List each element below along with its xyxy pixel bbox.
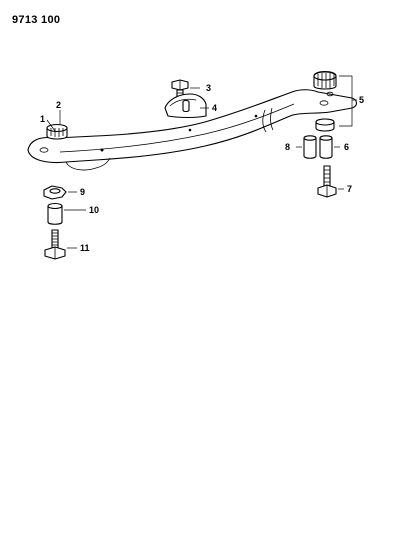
leader-lines bbox=[46, 75, 357, 249]
callout-7: 7 bbox=[347, 184, 352, 194]
mount-bushing-left bbox=[46, 123, 68, 140]
document-number: 9713 100 bbox=[12, 14, 61, 26]
callout-5: 5 bbox=[359, 95, 364, 105]
crossmember-beam bbox=[27, 89, 358, 171]
callout-9: 9 bbox=[80, 187, 85, 197]
callout-3: 3 bbox=[206, 83, 211, 93]
callout-11: 11 bbox=[80, 243, 90, 253]
callout-6: 6 bbox=[344, 142, 349, 152]
bolt-right bbox=[317, 165, 337, 198]
sleeve-10 bbox=[47, 202, 63, 225]
callout-10: 10 bbox=[89, 205, 99, 215]
callout-2: 2 bbox=[56, 100, 61, 110]
sleeve-8 bbox=[303, 135, 317, 159]
callout-4: 4 bbox=[212, 103, 217, 113]
nut-9 bbox=[43, 185, 67, 200]
callout-8: 8 bbox=[285, 142, 290, 152]
mount-bracket bbox=[164, 93, 207, 119]
sleeve-6 bbox=[319, 135, 333, 159]
callout-1: 1 bbox=[40, 114, 45, 124]
bolt-11 bbox=[44, 229, 66, 260]
mount-bushing-right-top bbox=[313, 70, 337, 90]
mount-insulator-right bbox=[315, 118, 335, 132]
